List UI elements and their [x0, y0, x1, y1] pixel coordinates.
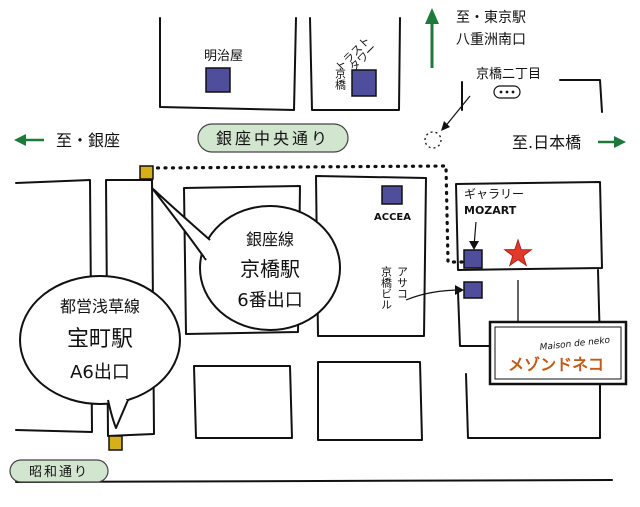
gallery-pointer-head	[469, 241, 479, 250]
asako-pointer	[405, 289, 463, 301]
asako-label-1: アサコ	[396, 266, 409, 299]
trust-tower-building	[351, 69, 377, 97]
to-nihonbashi-label: 至.日本橋	[512, 133, 581, 152]
block	[193, 365, 293, 439]
block	[183, 185, 301, 335]
meijiya-building	[205, 67, 231, 93]
kyobashi-2chome-label: 京橋二丁目	[476, 67, 541, 82]
block	[309, 17, 401, 111]
block	[159, 17, 297, 111]
arrow-left-icon	[14, 134, 44, 146]
direction-arrows	[14, 8, 626, 148]
showa-dori-bubble: 昭和通り	[9, 459, 109, 483]
asako-label-2: 京橋ビル	[380, 265, 393, 310]
ginza-chuo-dori-bubble: 銀座中央通り	[197, 123, 349, 153]
arrow-up-icon	[425, 8, 439, 68]
asako-building	[463, 281, 483, 299]
gallery-label-1: ギャラリー	[464, 187, 524, 201]
showa-dori-label: 昭和通り	[29, 465, 89, 480]
accea-building	[381, 185, 403, 205]
block	[455, 181, 603, 271]
to-tokyo-station-label: 至・東京駅	[456, 10, 526, 26]
buildings	[205, 67, 483, 299]
accea-label: ACCEA	[374, 212, 411, 223]
takaracho-station-name: 宝町駅	[67, 327, 133, 352]
meijiya-label: 明治屋	[204, 49, 243, 64]
bus-stop-location	[424, 131, 442, 149]
gallery-label-2: MOZART	[464, 204, 517, 217]
ginza-chuo-dori-label: 銀座中央通り	[216, 129, 330, 148]
shop-name: メゾンドネコ	[508, 355, 604, 374]
road-line	[15, 479, 613, 483]
block	[317, 361, 423, 441]
destination-star-icon	[503, 238, 533, 267]
shop-sign: Maison de neko メゾンドネコ	[488, 320, 628, 386]
asakusa-line-name: 都営浅草線	[60, 297, 140, 316]
asakusa-line-callout: 都営浅草線 宝町駅 A6出口	[19, 275, 181, 429]
asakusa-line-exit-marker	[108, 435, 123, 451]
ginza-line-exit-marker	[139, 165, 154, 180]
arrow-right-icon	[598, 136, 626, 148]
yaesu-south-exit-label: 八重洲南口	[456, 32, 526, 48]
takaracho-exit-a6: A6出口	[70, 362, 130, 383]
block	[457, 291, 493, 347]
kyobashi-exit-6: 6番出口	[237, 290, 302, 311]
ginza-line-callout: 銀座線 京橋駅 6番出口	[151, 187, 341, 331]
to-ginza-label: 至・銀座	[56, 131, 120, 150]
bus-stop-pointer	[443, 95, 471, 129]
walking-route	[148, 164, 466, 264]
asako-pointer-head	[455, 285, 464, 295]
kyobashi-station-name: 京橋駅	[240, 257, 300, 281]
ginza-line-name: 銀座線	[246, 230, 294, 249]
gallery-building	[463, 249, 483, 269]
block	[465, 373, 601, 439]
block	[559, 79, 603, 113]
trust-tower-label-1: 京橋	[334, 67, 347, 91]
